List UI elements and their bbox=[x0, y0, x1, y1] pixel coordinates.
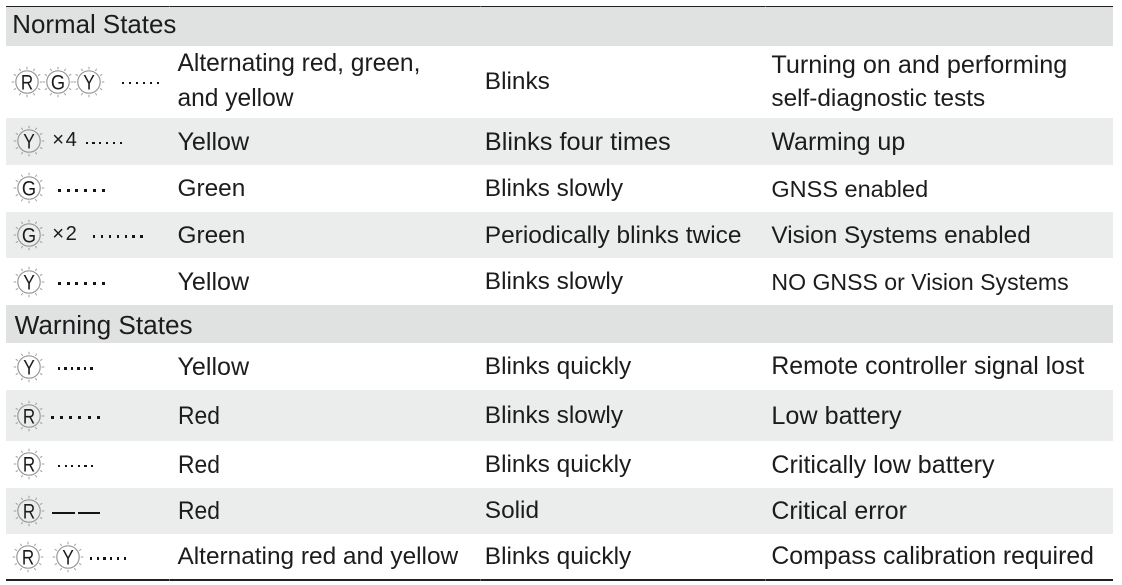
svg-text:Y: Y bbox=[23, 270, 35, 294]
svg-text:R: R bbox=[23, 499, 35, 523]
svg-text:R: R bbox=[23, 453, 35, 477]
svg-text:Y: Y bbox=[23, 130, 35, 154]
svg-text:R: R bbox=[21, 70, 33, 94]
svg-text:Y: Y bbox=[23, 355, 35, 379]
svg-text:G: G bbox=[22, 223, 36, 247]
svg-text:R: R bbox=[23, 404, 35, 428]
svg-text:G: G bbox=[51, 70, 65, 94]
svg-text:Y: Y bbox=[83, 70, 95, 94]
svg-text:Y: Y bbox=[62, 545, 74, 569]
svg-text:G: G bbox=[22, 177, 36, 201]
svg-text:R: R bbox=[22, 545, 34, 569]
